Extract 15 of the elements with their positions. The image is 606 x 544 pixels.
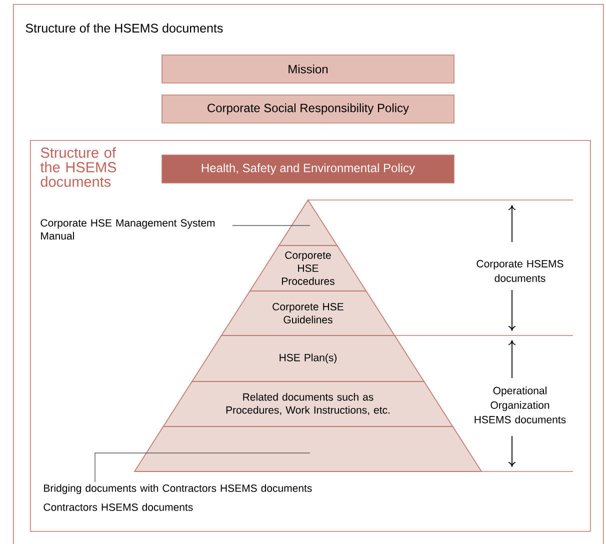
policy-box: Health, Safety and Environmental Policy — [162, 154, 454, 184]
bracket-label: Corporate HSEMS documents — [469, 259, 571, 283]
outer-frame — [13, 4, 604, 544]
title-box: Mission — [162, 54, 454, 84]
bracket-label: Operational Organization HSEMS documents — [469, 386, 571, 424]
heading: Structure of the HSEMS documents — [26, 23, 223, 33]
inner-frame — [30, 140, 591, 532]
pyramid-tier: Corporete HSE Procedures — [249, 245, 367, 292]
pyramid-tier: Corporete HSE Guidelines — [220, 290, 396, 336]
leader-line — [232, 225, 310, 226]
section-heading: Structure of the HSEMS documents — [40, 147, 116, 187]
leader-line — [94, 452, 310, 482]
callout-text: Corporate HSE Management System Manual — [40, 219, 215, 240]
callout-text: Bridging documents with Contractors HSEMS documents Contractors HSEMS documents — [44, 484, 312, 511]
title-box: Corporate Social Responsibility Policy — [162, 94, 454, 124]
